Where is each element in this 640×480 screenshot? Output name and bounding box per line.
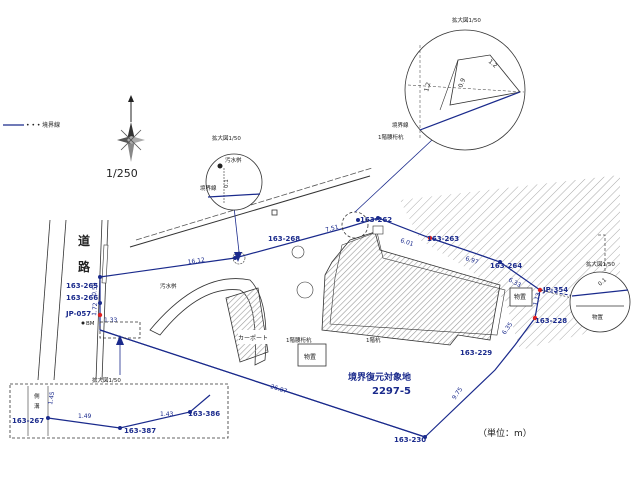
bm-point — [81, 321, 85, 325]
site-name: 境界復元対象地 — [348, 371, 411, 383]
dim-26-87: 26.87 — [269, 383, 288, 395]
dim-7-51: 7.51 — [325, 224, 340, 234]
point-163-263: 163-263 — [427, 235, 459, 243]
inset-r-shed: 物置 — [592, 313, 604, 321]
point-163-266: 163-266 — [66, 294, 98, 302]
point-163-262: 163-262 — [360, 216, 392, 224]
main-building — [321, 231, 506, 346]
inset-bl-d1: 1.49 — [78, 413, 92, 420]
dim-0-50: 0.50 — [91, 282, 99, 296]
left-road: 道 路 — [37, 219, 109, 381]
grade-mark-left: 1階腰桁杭 — [286, 336, 312, 344]
inset-ml-title: 拡大図1/50 — [212, 134, 241, 142]
inset-r-dim: 0.1 — [597, 277, 608, 287]
point-163-264: 163-264 — [490, 262, 522, 270]
point-163-265: 163-265 — [66, 282, 98, 290]
road-label-1: 道 — [78, 233, 90, 248]
point-jp-354: JP-354 — [542, 286, 568, 294]
inset-ml-boundary: 境界線 — [200, 184, 217, 192]
inset-bl-title: 拡大図1/50 — [92, 376, 121, 384]
grade-mark-right: 1階杭 — [366, 336, 381, 344]
compass-rose-icon — [117, 95, 145, 162]
dim-16-12: 16.12 — [187, 257, 205, 266]
inset-r-title: 拡大図1/50 — [586, 260, 615, 268]
vent-label-left: 汚水桝 — [160, 282, 177, 290]
carport-label: カーポート — [238, 334, 268, 342]
inset-ml-dim: 0.1 — [224, 179, 230, 188]
inset-tr-mark: 1階腰桁杭 — [378, 133, 404, 141]
point-163-268: 163-268 — [268, 235, 300, 243]
svg-text:• • •: • • • — [26, 122, 40, 129]
point-163-267: 163-267 — [12, 417, 44, 425]
legend: • • • 境界線 — [3, 121, 60, 129]
tree-2 — [291, 245, 305, 259]
inset-tr-boundary: 境界線 — [392, 121, 409, 129]
carport-hatch — [225, 287, 269, 363]
inset-top-right: 拡大図1/50 1.2 1.2 0.9 境界線 1階腰桁杭 — [378, 16, 526, 151]
inset-right: 拡大図1/50 0.1 物置 — [569, 260, 631, 333]
bm-label: BM — [86, 321, 95, 327]
inset-tr-d1: 1.2 — [487, 58, 499, 70]
small-structures: 物置 物置 — [297, 225, 533, 367]
road-lines — [129, 167, 373, 248]
point-163-230: 163-230 — [394, 436, 426, 444]
point-jp-057: JP-057 — [65, 310, 91, 318]
road-label-2: 路 — [78, 259, 91, 274]
inset-bottom-left: 拡大図1/50 側 溝 1.49 1.43 1.45 163-267 163-3… — [9, 376, 229, 439]
point-163-386: 163-386 — [188, 410, 220, 418]
inset-bl-gutter2: 溝 — [34, 402, 40, 410]
dim-1-33: 1.33 — [104, 317, 118, 324]
dim-6-97: 6.97 — [464, 255, 479, 266]
tree-1 — [296, 281, 314, 299]
inset-ml-vent: 汚水桝 — [225, 156, 242, 164]
inset-mid-left: 拡大図1/50 汚水桝 0.1 境界線 — [200, 134, 263, 211]
inset-tr-title: 拡大図1/50 — [452, 16, 481, 24]
legend-label: 境界線 — [42, 121, 60, 129]
point-163-229: 163-229 — [460, 349, 492, 357]
driveway-curve — [149, 278, 267, 366]
point-163-228: 163-228 — [535, 317, 567, 325]
point-163-387: 163-387 — [124, 427, 156, 435]
inset-bl-d2: 1.43 — [160, 411, 174, 418]
dim-1-13: 1.13 — [532, 292, 542, 307]
shed-right-label: 物置 — [514, 293, 526, 301]
site-lot: 2297-5 — [372, 386, 411, 397]
inset-bl-d3: 1.45 — [47, 391, 56, 406]
site-boundary — [99, 217, 599, 438]
units-label: （単位：m） — [478, 427, 532, 439]
dim-9-75: 9.75 — [451, 386, 465, 401]
dim-1-72: 1.72 — [91, 302, 99, 316]
dim-6-01: 6.01 — [399, 237, 414, 248]
inset-bl-gutter1: 側 — [34, 392, 40, 400]
inset-tr-d2: 1.2 — [423, 81, 432, 92]
scale-label: 1/250 — [106, 167, 138, 180]
inset-tr-d3: 0.9 — [457, 77, 467, 89]
shed-center-label: 物置 — [304, 353, 316, 361]
